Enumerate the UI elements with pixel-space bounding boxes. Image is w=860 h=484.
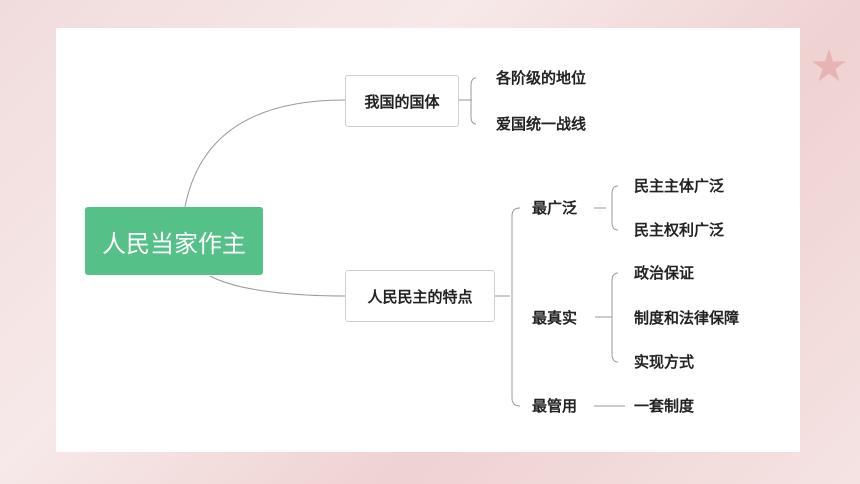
leaf-aiguo-tongyi-zhanxian: 爱国统一战线 <box>496 115 587 133</box>
branch-node-tedian-label: 人民民主的特点 <box>367 287 473 306</box>
leaf-zhidu-falv: 制度和法律保障 <box>634 309 740 327</box>
root-node: 人民当家作主 <box>85 207 263 275</box>
branch-node-guoti-label: 我国的国体 <box>364 92 440 111</box>
connector-branch1-children <box>458 77 477 125</box>
leaf-zhengzhi-baozheng: 政治保证 <box>634 264 695 282</box>
connector-zhenshi-leaves <box>595 272 619 363</box>
leaf-minzhu-quanli: 民主权利广泛 <box>634 221 725 239</box>
star-decoration-icon: ★ <box>809 41 849 92</box>
branch-node-guoti: 我国的国体 <box>345 75 459 127</box>
connector-guangfan-leaves <box>594 185 619 231</box>
sub-node-zuiguangfan: 最广泛 <box>532 199 578 217</box>
root-node-label: 人民当家作主 <box>102 229 246 258</box>
sub-node-zuiguanyong: 最管用 <box>532 397 578 415</box>
connector-root-branch2 <box>209 275 346 297</box>
leaf-yitao-zhidu: 一套制度 <box>634 397 695 415</box>
connector-branch2-sub <box>494 207 521 407</box>
leaf-shixian-fangshi: 实现方式 <box>634 353 695 371</box>
leaf-jieji-diwei: 各阶级的地位 <box>496 69 587 87</box>
sub-node-zuizhenshi: 最真实 <box>532 309 578 327</box>
connector-root-branch1 <box>184 99 346 208</box>
branch-node-tedian: 人民民主的特点 <box>345 270 495 322</box>
leaf-minzhu-zhuti: 民主主体广泛 <box>634 177 725 195</box>
